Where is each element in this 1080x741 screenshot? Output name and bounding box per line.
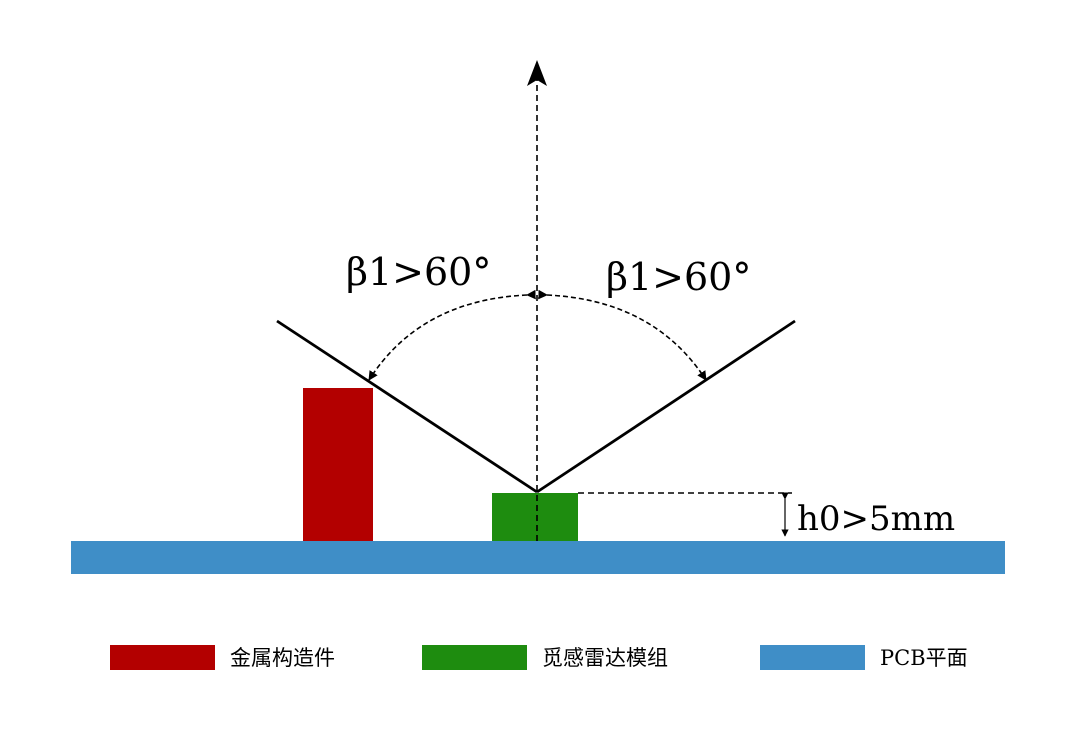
legend-swatch-metal bbox=[110, 645, 215, 670]
angle-label-right: β1>60° bbox=[606, 255, 751, 299]
angle-label-left: β1>60° bbox=[346, 250, 491, 294]
angle-arc-right bbox=[538, 289, 707, 381]
vertical-axis-arrowhead bbox=[527, 60, 547, 86]
fov-line-right bbox=[536, 319, 796, 494]
legend-swatch-radar bbox=[422, 645, 527, 670]
fov-line-left bbox=[276, 319, 538, 494]
legend-swatch-pcb bbox=[760, 645, 865, 670]
radar-module bbox=[492, 493, 578, 541]
metal-structure bbox=[303, 388, 373, 541]
legend-label-pcb: PCB平面 bbox=[880, 646, 968, 670]
legend-label-metal: 金属构造件 bbox=[230, 646, 335, 670]
pcb-plane bbox=[71, 541, 1005, 574]
height-label: h0>5mm bbox=[797, 499, 955, 539]
legend: 金属构造件 觅感雷达模组 PCB平面 bbox=[110, 645, 968, 670]
angle-arc-left bbox=[368, 289, 536, 381]
legend-label-radar: 觅感雷达模组 bbox=[542, 646, 668, 670]
